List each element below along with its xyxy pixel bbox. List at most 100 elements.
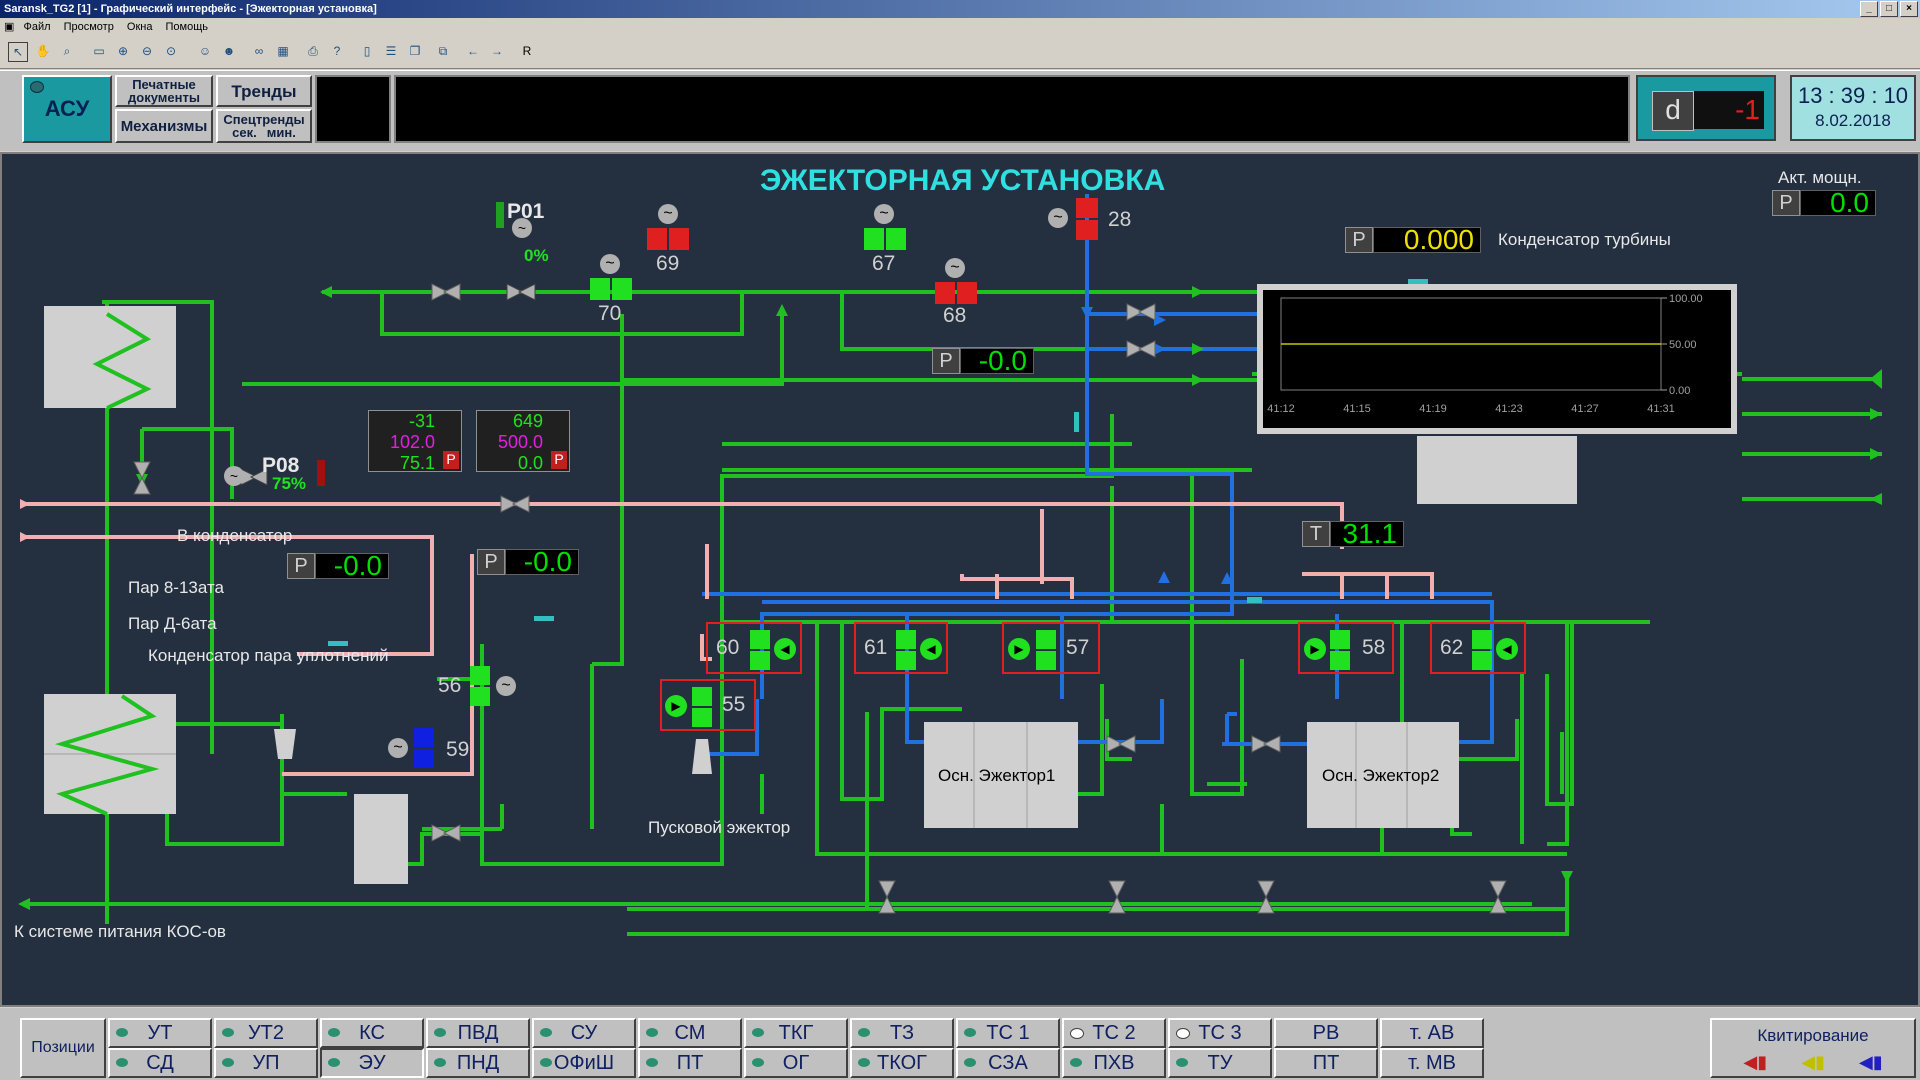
nav-row1-item-2[interactable]: КС (320, 1018, 424, 1048)
asu-button[interactable]: АСУ (22, 75, 112, 143)
print-docs-button[interactable]: Печатные документы (115, 75, 213, 107)
close-button[interactable]: × (1900, 1, 1918, 17)
window-title: Saransk_TG2 [1] - Графический интерфейс … (4, 3, 377, 15)
forward-arrow-icon[interactable]: → (491, 44, 503, 58)
sec-label: сек. (232, 125, 257, 140)
mechanisms-button[interactable]: Механизмы (115, 109, 213, 143)
nav-row1-item-9[interactable]: ТС 2 (1062, 1018, 1166, 1048)
print-icon[interactable]: ⎙ (308, 44, 318, 58)
zoom-in-icon[interactable]: ⊕ (117, 44, 129, 58)
nav-row1-item-0[interactable]: УТ (108, 1018, 212, 1048)
calculator-icon[interactable]: ▦ (277, 44, 289, 58)
nav-row2-item-6[interactable]: ОГ (744, 1048, 848, 1078)
menu-windows[interactable]: Окна (126, 21, 153, 33)
menu-file[interactable]: Файл (23, 21, 51, 33)
mech-61-pump-icon: ◀ (920, 638, 942, 660)
regulator-box-2[interactable]: 649 500.0 0.0 P (476, 410, 570, 473)
nav-row2-item-4[interactable]: ОФиШ (532, 1048, 636, 1078)
nav-row1-item-1[interactable]: УТ2 (214, 1018, 318, 1048)
mech-70-label: 70 (598, 302, 622, 325)
mech-57[interactable] (1002, 622, 1100, 674)
p-left-readout: P-0.0 (287, 550, 389, 581)
p01-actuator-icon[interactable]: ~ (512, 218, 532, 238)
zoom-area-icon[interactable]: ⊙ (165, 44, 177, 58)
zoom-fit-icon[interactable]: ▭ (93, 44, 105, 58)
nav-row2-item-12[interactable]: т. МВ (1380, 1048, 1484, 1078)
mech-67[interactable] (864, 228, 906, 250)
minimize-button[interactable]: _ (1860, 1, 1878, 17)
nav-row1-item-6[interactable]: ТКГ (744, 1018, 848, 1048)
mech-28[interactable] (1076, 198, 1098, 240)
mech-68-motor-icon: ~ (945, 258, 965, 278)
binoculars-icon[interactable]: ∞ (254, 44, 264, 58)
trends-button[interactable]: Тренды (216, 75, 312, 107)
mech-61[interactable] (854, 622, 948, 674)
spec-trends-button[interactable]: Спецтренды сек.мин. (216, 109, 312, 143)
speaker-red-icon[interactable]: ◀▮ (1743, 1052, 1768, 1072)
reg1-value1: -31 (408, 411, 435, 431)
users-icon[interactable]: ☺ (198, 44, 212, 58)
nav-row2-item-11[interactable]: ПТ (1274, 1048, 1378, 1078)
nav-row2-item-0[interactable]: СД (108, 1048, 212, 1078)
r-button[interactable]: R (522, 44, 532, 58)
window-split-icon[interactable]: ▯ (363, 44, 371, 58)
reg2-value3: 0.0 (517, 453, 543, 473)
zoom-out-icon[interactable]: ⊖ (141, 44, 153, 58)
nav-row2-item-2[interactable]: ЭУ (320, 1048, 424, 1078)
hand-icon[interactable]: ✋ (35, 44, 51, 58)
nav-row2-item-9[interactable]: ПХВ (1062, 1048, 1166, 1078)
nav-label: т. МВ (1407, 1051, 1457, 1074)
message-panel (394, 75, 1630, 143)
nav-row1-item-8[interactable]: ТС 1 (956, 1018, 1060, 1048)
nav-row2-item-7[interactable]: ТКОГ (850, 1048, 954, 1078)
window-tile-icon[interactable]: ⧉ (438, 44, 448, 58)
mech-68[interactable] (935, 282, 977, 304)
window-cascade-icon[interactable]: ❐ (409, 44, 421, 58)
nav-row1-item-7[interactable]: ТЗ (850, 1018, 954, 1048)
d-value: -1 (1694, 91, 1764, 129)
nav-row1-item-5[interactable]: СМ (638, 1018, 742, 1048)
status-led-icon (646, 1058, 658, 1067)
acknowledge-panel[interactable]: Квитирование ◀▮ ◀▮ ◀▮ (1710, 1018, 1916, 1078)
nav-row2-item-8[interactable]: СЗА (956, 1048, 1060, 1078)
maximize-button[interactable]: □ (1880, 1, 1898, 17)
condenser-label: Конденсатор турбины (1498, 230, 1671, 249)
mech-69[interactable] (647, 228, 689, 250)
nav-row1-item-12[interactable]: т. АВ (1380, 1018, 1484, 1048)
pointer-icon[interactable]: ↖ (8, 42, 28, 62)
nav-row2-item-10[interactable]: ТУ (1168, 1048, 1272, 1078)
nav-row1-item-3[interactable]: ПВД (426, 1018, 530, 1048)
nav-row1-item-11[interactable]: РВ (1274, 1018, 1378, 1048)
mech-60[interactable] (706, 622, 802, 674)
menu-help[interactable]: Помощь (165, 21, 209, 33)
mech-55[interactable] (660, 679, 756, 731)
nav-row2-item-5[interactable]: ПТ (638, 1048, 742, 1078)
nav-row2-item-1[interactable]: УП (214, 1048, 318, 1078)
mech-55-pump-icon: ▶ (665, 695, 687, 717)
p08-actuator-icon[interactable]: ~ (224, 466, 244, 486)
condenser-p-value: 0.000 (1373, 224, 1481, 255)
mech-59[interactable] (414, 728, 434, 768)
regulator-box-1[interactable]: -31 102.0 75.1 P (368, 410, 462, 473)
mech-60-pump-icon: ◀ (774, 638, 796, 660)
zoom-icon[interactable]: ⌕ (63, 44, 71, 58)
speaker-yellow-icon[interactable]: ◀▮ (1801, 1052, 1825, 1072)
speaker-blue-icon[interactable]: ◀▮ (1858, 1052, 1883, 1072)
positions-button[interactable]: Позиции (20, 1018, 106, 1078)
mech-70[interactable] (590, 278, 632, 300)
user-add-icon[interactable]: ☻ (222, 44, 236, 58)
nav-row1-item-4[interactable]: СУ (532, 1018, 636, 1048)
status-led-icon (434, 1028, 446, 1037)
mech-56[interactable] (470, 666, 490, 706)
status-led-icon (222, 1028, 234, 1037)
nav-row1-item-10[interactable]: ТС 3 (1168, 1018, 1272, 1048)
window-rows-icon[interactable]: ☰ (385, 44, 397, 58)
help-icon[interactable]: ? (333, 44, 341, 58)
mech-62[interactable] (1430, 622, 1526, 674)
nav-row2-item-3[interactable]: ПНД (426, 1048, 530, 1078)
status-led-icon (328, 1028, 340, 1037)
mech-58[interactable] (1298, 622, 1394, 674)
menu-view[interactable]: Просмотр (63, 21, 114, 33)
back-arrow-icon[interactable]: ← (467, 44, 479, 58)
